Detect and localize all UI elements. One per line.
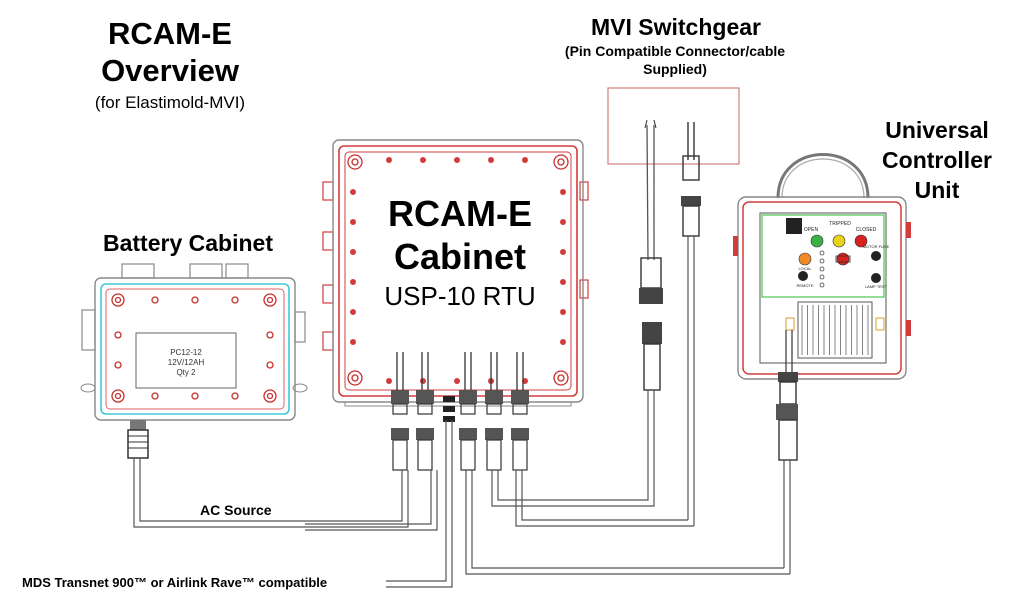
- radio-compat-label: MDS Transnet 900™ or Airlink Rave™ compa…: [22, 575, 328, 590]
- cable-connector: [391, 352, 409, 471]
- controller-unit: [733, 153, 911, 574]
- rcam-connectors: [391, 352, 529, 471]
- radio-connector: [443, 396, 455, 422]
- rivet: [454, 378, 460, 384]
- panel-closed-label: CLOSED: [856, 227, 877, 233]
- switchgear-title: MVI Switchgear: [591, 14, 761, 40]
- controller-title-line2: Controller: [882, 147, 992, 173]
- overview-title-line1: RCAM-E: [108, 16, 232, 51]
- rivet: [560, 279, 566, 285]
- rivet: [560, 189, 566, 195]
- rivet: [560, 219, 566, 225]
- switchgear-note-line2: Supplied): [643, 61, 707, 77]
- controller-title-line3: Unit: [914, 177, 960, 203]
- overview-subtitle: (for Elastimold-MVI): [94, 93, 246, 112]
- ac-source-label: AC Source: [200, 502, 272, 518]
- rcam-cabinet-title-line2: Cabinet: [393, 236, 526, 277]
- rivet: [350, 339, 356, 345]
- controller-title-line1: Universal: [885, 117, 989, 143]
- battery-plate-line1: PC12-12: [170, 348, 202, 357]
- cable-connector: [511, 352, 529, 471]
- panel-remote-label: REMOTE: [796, 283, 813, 288]
- panel-local-label: LOCAL: [798, 266, 812, 271]
- battery-plate-line2: 12V/12AH: [168, 358, 205, 367]
- rivet: [454, 157, 460, 163]
- cable-connector: [459, 352, 477, 471]
- panel-motor-fuse-label: MOTOR FUSE: [863, 244, 890, 249]
- battery-cabinet-title: Battery Cabinet: [103, 230, 273, 256]
- rcam-cabinet-model: USP-10 RTU: [384, 281, 536, 311]
- battery-cabinet: [80, 263, 308, 459]
- switchgear-note-line1: (Pin Compatible Connector/cable: [564, 43, 786, 59]
- rivet: [350, 309, 356, 315]
- rivet: [420, 378, 426, 384]
- rivet: [488, 157, 494, 163]
- rivet: [420, 157, 426, 163]
- rivet: [560, 249, 566, 255]
- overview-title-line2: Overview: [101, 53, 239, 88]
- panel-open-label: OPEN: [804, 227, 819, 233]
- rivet: [560, 309, 566, 315]
- panel-lamp-test-label: LAMP TEST: [865, 284, 888, 289]
- rivet: [560, 339, 566, 345]
- rivet: [350, 279, 356, 285]
- rivet: [350, 189, 356, 195]
- panel-tripped-label: TRIPPED: [829, 221, 851, 227]
- mvi-switchgear: [607, 87, 740, 526]
- rivet: [386, 157, 392, 163]
- rivet: [350, 249, 356, 255]
- wiring: [133, 390, 790, 588]
- cable-connector: [485, 352, 503, 471]
- rivet: [350, 219, 356, 225]
- battery-plate-line3: Qty 2: [176, 368, 196, 377]
- rivet: [522, 157, 528, 163]
- cable-connector: [416, 352, 434, 471]
- rivet: [386, 378, 392, 384]
- rcam-cabinet-title-line1: RCAM-E: [388, 193, 532, 234]
